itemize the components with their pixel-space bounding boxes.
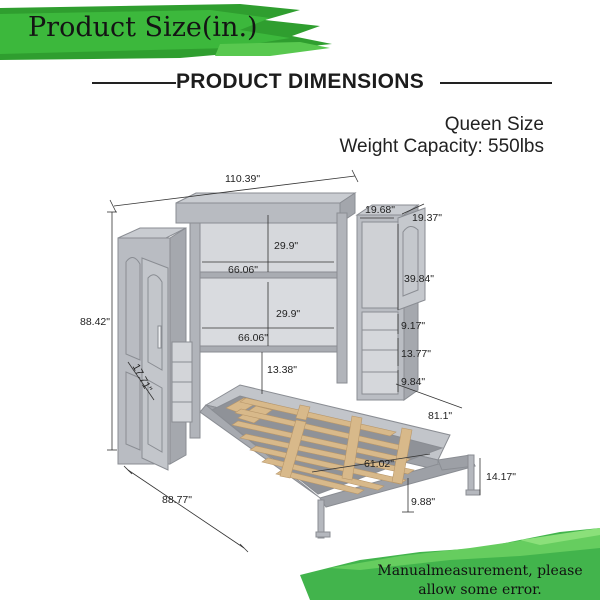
dim-right-mid-height: 9.17" (401, 320, 426, 332)
footer-brush (300, 528, 600, 600)
dim-upper-shelf-width: 66.06" (228, 264, 259, 276)
footer-note-line1: Manualmeasurement, please (377, 563, 583, 579)
dim-bed-width: 61.02" (364, 458, 395, 470)
furniture (117, 192, 481, 539)
dim-right-upper-height: 39.84" (404, 273, 435, 285)
dim-floor-clearance: 9.88" (411, 496, 436, 508)
title-rule-left (92, 82, 176, 84)
dim-top-cabinet-width-b: 19.37" (412, 212, 443, 224)
dim-right-lower-height: 13.77" (401, 348, 432, 360)
banner-brush (0, 4, 332, 60)
dim-lower-shelf-height: 29.9" (276, 308, 301, 320)
dim-bed-length: 81.1" (428, 410, 453, 422)
banner-title: Product Size(in.) (28, 12, 258, 43)
dim-lower-shelf-width: 66.06" (238, 332, 269, 344)
dim-bed-clearance: 13.38" (267, 364, 298, 376)
dim-right-bottom-height: 9.84" (401, 376, 426, 388)
footer-note-line2: allow some error. (418, 582, 542, 598)
dim-overall-height: 88.42" (80, 316, 111, 328)
title-rule-right (440, 82, 552, 84)
spec-weight: Weight Capacity: 550lbs (339, 136, 544, 157)
dim-top-cabinet-width-a: 19.68" (365, 204, 396, 216)
dim-upper-shelf-height: 29.9" (274, 240, 299, 252)
section-title: PRODUCT DIMENSIONS (175, 70, 425, 93)
dimension-lines (107, 169, 481, 553)
spec-size: Queen Size (444, 114, 544, 135)
dim-leg-height: 14.17" (486, 471, 517, 483)
dim-overall-depth: 88.77" (162, 494, 193, 506)
bed-slats (225, 397, 415, 495)
footer-note: Manualmeasurement, please allow some err… (360, 562, 600, 600)
dim-overall-width: 110.39" (225, 173, 261, 185)
